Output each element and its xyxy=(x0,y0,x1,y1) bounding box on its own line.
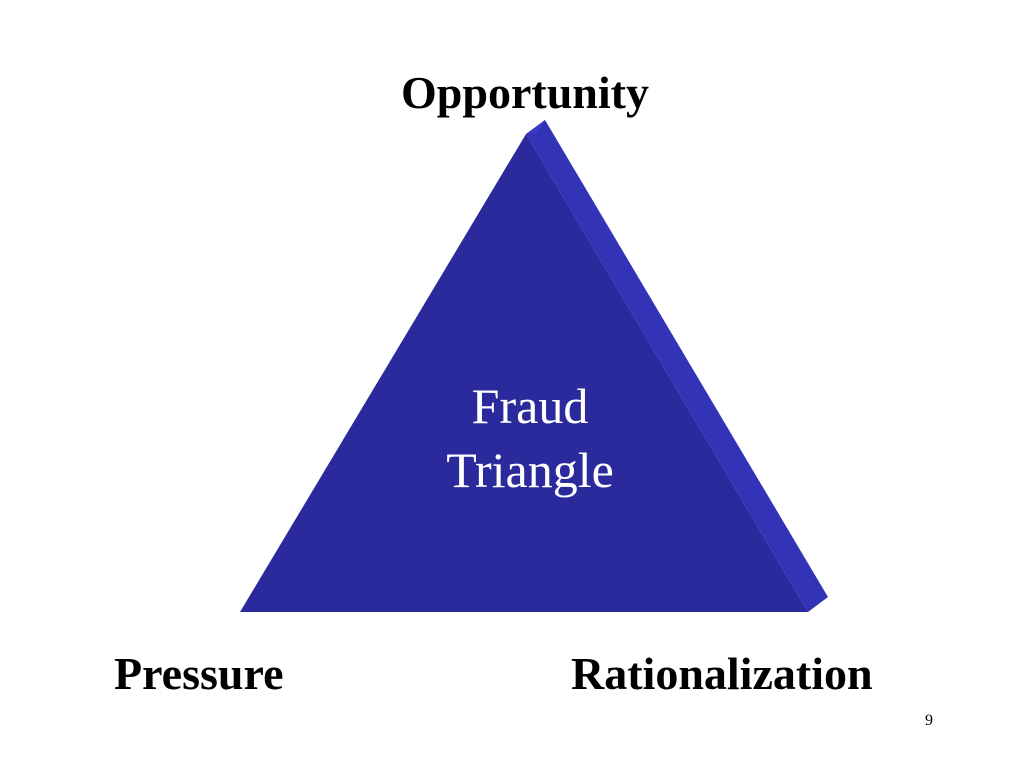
center-title-line-2: Triangle xyxy=(446,442,614,498)
triangle-side-face xyxy=(526,120,828,612)
triangle-front-face xyxy=(240,134,808,612)
center-title-line-1: Fraud xyxy=(471,378,589,434)
triangle-top-bevel xyxy=(526,120,545,134)
rationalization-label: Rationalization xyxy=(571,648,873,699)
pressure-label: Pressure xyxy=(114,648,284,699)
triangle-center-title: Fraud Triangle xyxy=(380,374,680,502)
opportunity-label: Opportunity xyxy=(401,67,649,118)
page-number: 9 xyxy=(925,712,933,729)
